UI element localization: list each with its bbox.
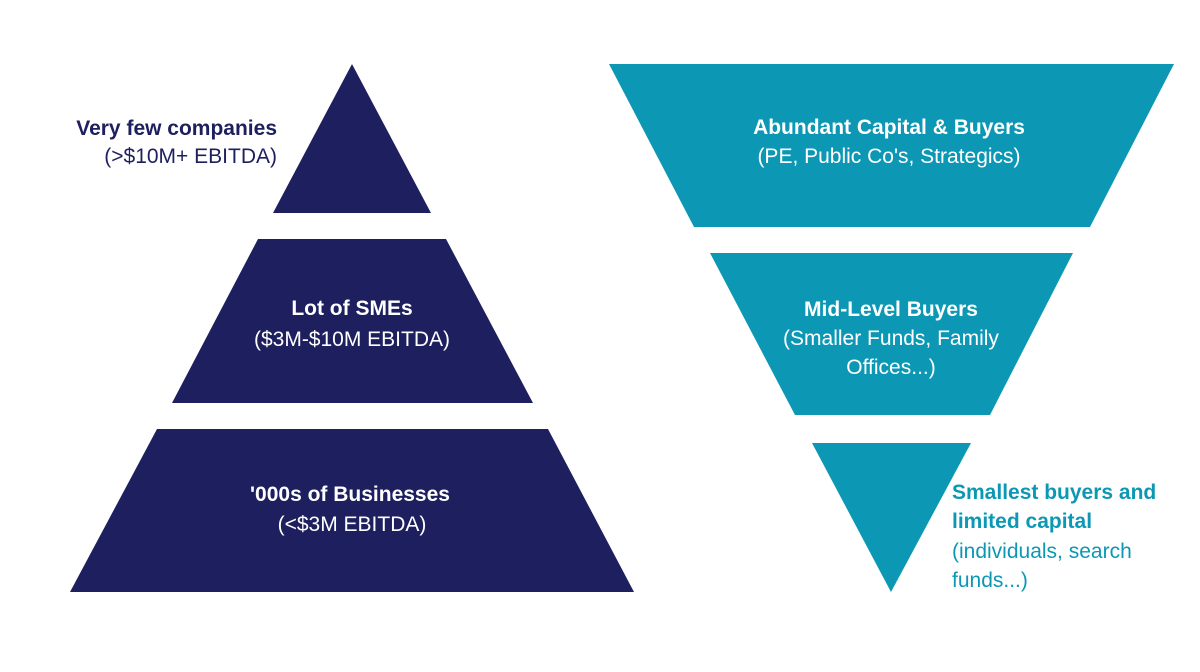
pyramid-middle-tier xyxy=(172,239,533,403)
pyramid-middle-subtitle: ($3M-$10M EBITDA) xyxy=(254,328,450,351)
funnel-top-subtitle: (PE, Public Co's, Strategics) xyxy=(757,145,1020,168)
pyramid: Very few companies (>$10M+ EBITDA) Lot o… xyxy=(70,64,634,592)
funnel: Abundant Capital & Buyers (PE, Public Co… xyxy=(609,64,1174,592)
funnel-bottom-subtitle-line2: funds...) xyxy=(952,569,1028,592)
pyramid-top-subtitle: (>$10M+ EBITDA) xyxy=(104,145,277,168)
pyramid-top-tier xyxy=(273,64,431,213)
funnel-bottom-title-line2: limited capital xyxy=(952,510,1092,533)
funnel-middle-subtitle-line1: (Smaller Funds, Family xyxy=(783,327,999,350)
pyramid-bottom-title: '000s of Businesses xyxy=(250,483,450,506)
funnel-top-title: Abundant Capital & Buyers xyxy=(753,116,1025,139)
funnel-bottom-tier xyxy=(812,443,971,592)
pyramid-bottom-subtitle: (<$3M EBITDA) xyxy=(278,513,427,536)
funnel-top-tier xyxy=(609,64,1174,227)
funnel-bottom-subtitle-line1: (individuals, search xyxy=(952,540,1132,563)
funnel-middle-title: Mid-Level Buyers xyxy=(804,298,978,321)
funnel-middle-tier xyxy=(710,253,1073,415)
pyramid-middle-title: Lot of SMEs xyxy=(291,297,412,320)
pyramid-top-title: Very few companies xyxy=(76,117,277,140)
funnel-bottom-title-line1: Smallest buyers and xyxy=(952,481,1156,504)
funnel-middle-subtitle-line2: Offices...) xyxy=(846,356,935,379)
pyramid-bottom-tier xyxy=(70,429,634,592)
